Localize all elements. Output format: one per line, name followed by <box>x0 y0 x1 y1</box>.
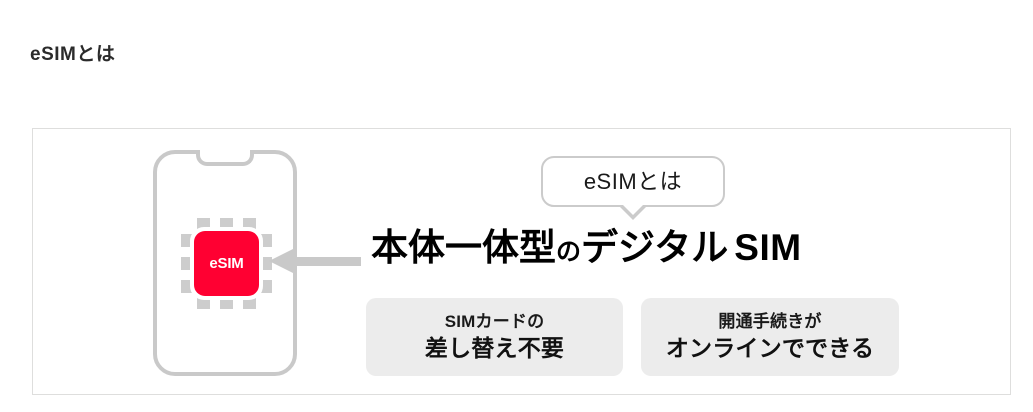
esim-illustration-panel: eSIM eSIMとは 本体一体型 の デジタル SIM SIMカードの 差し替… <box>32 128 1011 395</box>
page-title: eSIMとは <box>30 44 116 65</box>
feature-line-1: SIMカードの <box>444 312 545 331</box>
arrow-head <box>269 249 293 273</box>
callout-bubble: eSIMとは <box>541 156 725 220</box>
chip-label: eSIM <box>209 255 244 272</box>
headline-part-latin: SIM <box>734 227 802 268</box>
feature-box: SIMカードの 差し替え不要 <box>366 298 623 376</box>
chip-body: eSIM <box>190 227 263 300</box>
arrow-shaft <box>291 257 361 266</box>
phone-notch-icon <box>196 150 254 166</box>
headline-part-2: デジタル <box>581 227 729 268</box>
esim-chip-icon: eSIM <box>181 218 272 309</box>
callout-bubble-tail-fill <box>621 203 645 215</box>
headline-part-1: 本体一体型 <box>371 227 556 268</box>
feature-line-2: オンラインでできる <box>665 335 875 362</box>
feature-line-2: 差し替え不要 <box>424 335 565 362</box>
chip-core: eSIM <box>194 231 259 296</box>
feature-line-1: 開通手続きが <box>718 312 822 331</box>
headline-particle: の <box>556 238 582 266</box>
callout-bubble-text: eSIMとは <box>583 168 683 194</box>
chip-pins <box>181 218 272 309</box>
arrow-left-icon <box>269 249 361 273</box>
headline: 本体一体型 の デジタル SIM <box>371 229 802 275</box>
feature-box: 開通手続きが オンラインでできる <box>641 298 899 376</box>
